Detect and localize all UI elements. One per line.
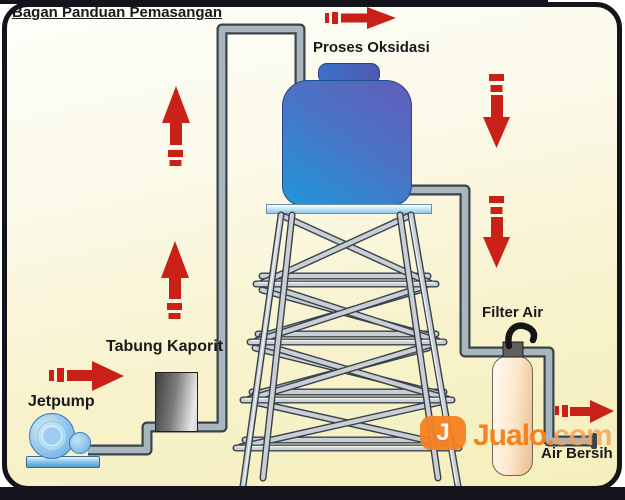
- flow-arrow-down-upper-icon: [483, 74, 510, 148]
- label-clean-water: Air Bersih: [541, 445, 613, 462]
- filter-spout: [502, 322, 538, 358]
- water-tower: [232, 211, 463, 490]
- label-jetpump: Jetpump: [28, 393, 95, 410]
- tower-platform: [266, 204, 432, 214]
- flow-arrow-right-top-icon: [325, 7, 396, 29]
- diagram-title: Bagan Panduan Pemasangan: [12, 4, 223, 21]
- jualo-logo-icon: J: [420, 416, 466, 450]
- jetpump-base: [26, 456, 100, 468]
- water-filter: [492, 356, 533, 476]
- jetpump-motor: [69, 432, 91, 454]
- pump-to-tank-pipe: [88, 23, 306, 456]
- flow-arrow-up-lower-icon: [161, 241, 189, 319]
- label-chlorine-tube: Tabung Kaporit: [106, 338, 224, 355]
- watermark-brand-text: Jualo.: [473, 419, 555, 452]
- jetpump-body-core: [42, 426, 62, 446]
- label-oxidation-process: Proses Oksidasi: [313, 39, 430, 56]
- watermark-suffix-text: com: [553, 419, 613, 452]
- chlorine-tube: [155, 372, 198, 432]
- flow-arrow-clean-water-icon: [555, 400, 614, 423]
- pipe-end-cap: [591, 433, 597, 449]
- flow-arrow-up-upper-icon: [162, 86, 190, 166]
- flow-arrow-pump-inlet-icon: [49, 361, 124, 391]
- label-air-filter: Filter Air: [482, 304, 544, 321]
- flow-arrow-down-lower-icon: [483, 196, 510, 268]
